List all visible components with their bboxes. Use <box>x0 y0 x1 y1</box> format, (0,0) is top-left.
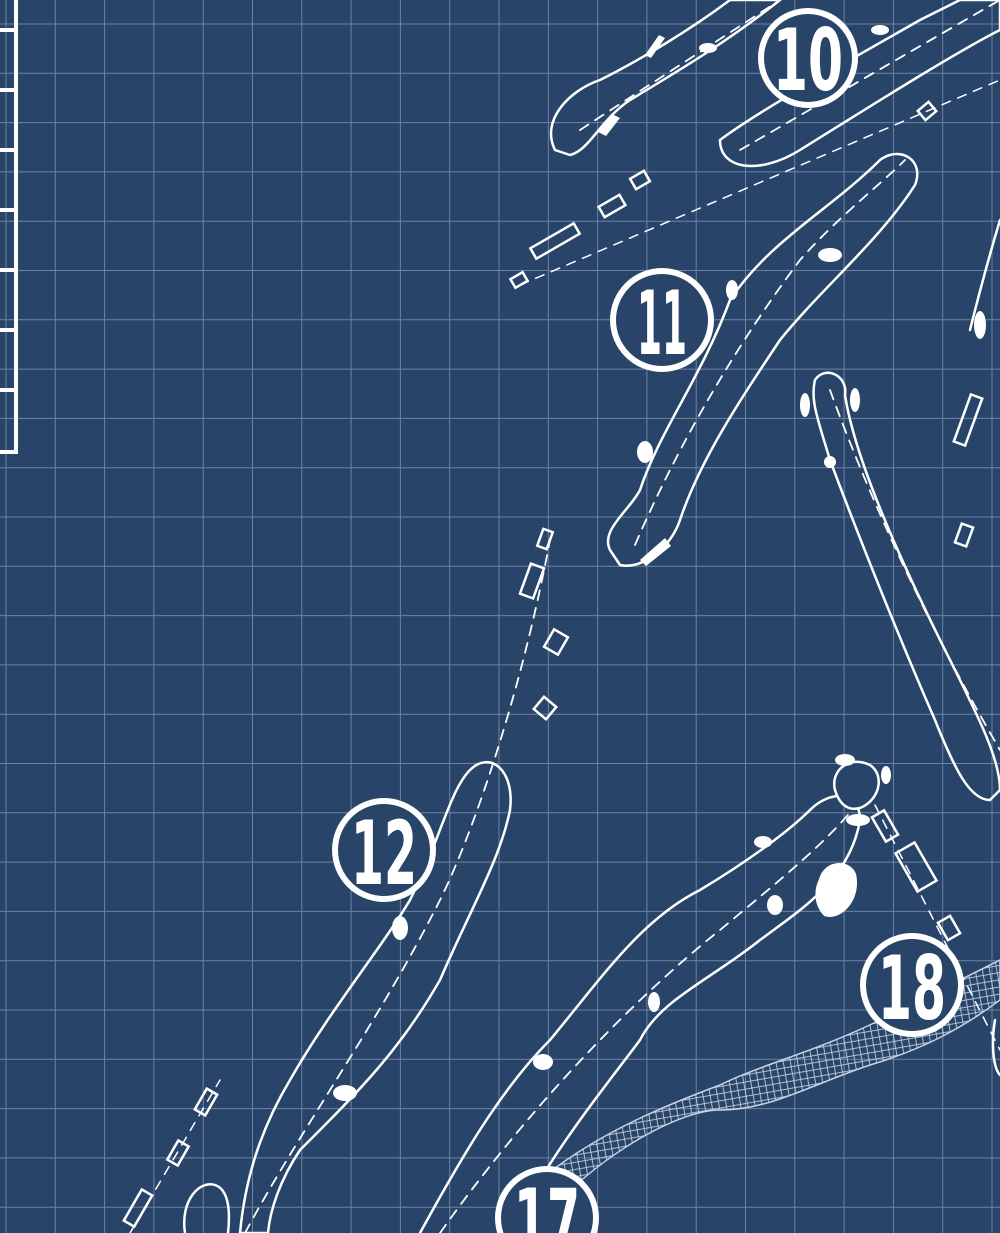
hole-12-layout <box>122 527 570 1233</box>
hole-11-layout <box>606 152 919 568</box>
hole-18-badge: 18 <box>860 933 964 1040</box>
hole-10-layout <box>508 0 1000 290</box>
scorecard-frame <box>0 0 18 454</box>
hole-11-badge: 11 <box>610 268 714 375</box>
hole-17-number: 17 <box>514 1170 580 1233</box>
bunkers <box>333 25 986 1101</box>
hole-18-layout <box>870 804 1000 1077</box>
hole-10-number: 10 <box>773 11 843 111</box>
hole-11-number: 11 <box>637 272 687 375</box>
hole-12-badge: 12 <box>332 798 436 905</box>
hole-18-number: 18 <box>878 937 946 1040</box>
hole-17-badge: 17 <box>495 1166 599 1233</box>
hole-right-fairway <box>812 218 1000 802</box>
hole-12-number: 12 <box>351 802 417 905</box>
hole-17-layout <box>418 760 880 1233</box>
hole-10-badge: 10 <box>758 8 858 111</box>
